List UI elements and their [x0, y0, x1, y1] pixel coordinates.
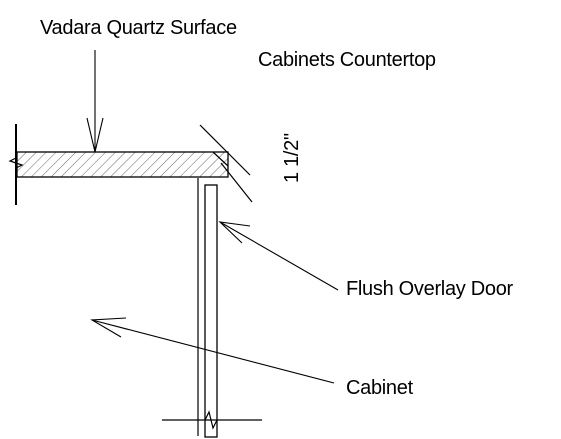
surface-label: Vadara Quartz Surface: [40, 17, 237, 39]
door-arrowhead: [218, 221, 251, 244]
cabinet-arrowhead: [90, 317, 127, 338]
cabinet-label: Cabinet: [346, 377, 414, 399]
countertop-front-edge: [212, 151, 229, 167]
door-label: Flush Overlay Door: [346, 278, 514, 300]
door-leader-line: [219, 221, 339, 291]
left-break-symbol: [8, 157, 24, 169]
dimension-extension-top: [199, 124, 251, 176]
countertop-slab: [16, 151, 229, 178]
diagram-title: Cabinets Countertop: [258, 49, 436, 71]
thickness-dimension-label: 1 1/2": [281, 133, 303, 183]
surface-arrowhead: [86, 117, 104, 153]
dimension-extension-bottom: [220, 162, 253, 203]
bottom-break-symbol: [204, 410, 218, 430]
flush-overlay-door: [204, 184, 218, 438]
cabinet-leader-line: [91, 319, 335, 384]
